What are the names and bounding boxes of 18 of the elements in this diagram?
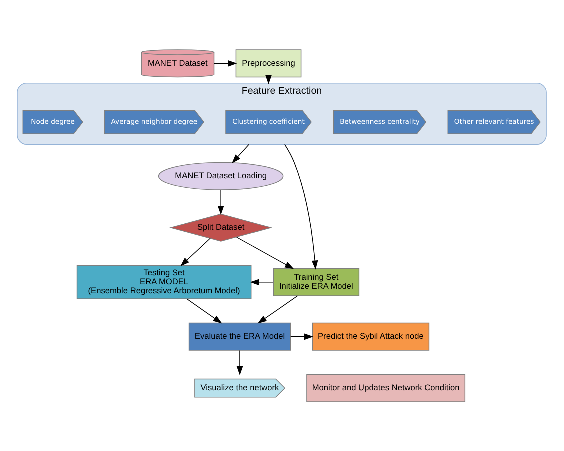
arrow bbox=[250, 278, 274, 286]
node-box: Evaluate the ERA Model bbox=[188, 322, 292, 350]
node-box: Testing Set ERA MODEL (Ensemble Regressive Arboretum Model) bbox=[76, 264, 252, 299]
arrow bbox=[290, 333, 314, 340]
arrow bbox=[186, 298, 222, 324]
arrow bbox=[214, 60, 238, 66]
arrow bbox=[236, 350, 244, 376]
arrow bbox=[232, 144, 250, 164]
arrow bbox=[258, 295, 298, 324]
node-box: Training Set Initialize ERA Model bbox=[273, 268, 360, 296]
arrow bbox=[218, 189, 224, 215]
arrow bbox=[284, 144, 318, 270]
node-box: Predict the Sybil Attack node bbox=[312, 322, 430, 350]
node-ellipse: MANET Dataset Loading bbox=[158, 162, 284, 190]
arrow bbox=[236, 236, 294, 269]
node-diamond: Split Dataset bbox=[170, 213, 273, 242]
node-box: Monitor and Updates Network Condition bbox=[306, 374, 466, 402]
arrow bbox=[180, 238, 211, 266]
